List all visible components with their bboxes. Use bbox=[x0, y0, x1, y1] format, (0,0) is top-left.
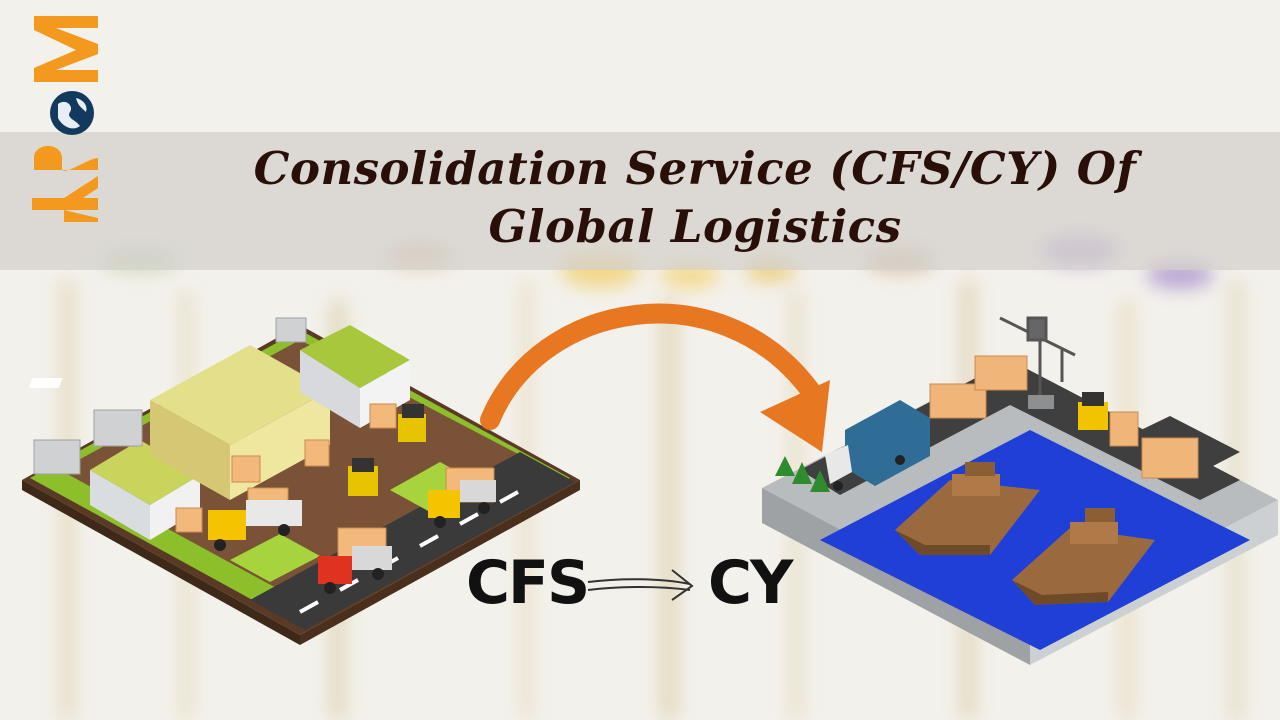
yellow-truck-2-icon bbox=[428, 480, 496, 528]
cy-port-island bbox=[762, 316, 1278, 665]
flow-arrow-icon bbox=[587, 569, 694, 601]
port-forklift-icon bbox=[1078, 392, 1108, 430]
yellow-truck-icon bbox=[208, 500, 302, 551]
page-title: Consolidation Service (CFS/CY) Of Global… bbox=[140, 140, 1250, 256]
transfer-arrow-icon bbox=[480, 303, 830, 452]
cy-label: CY bbox=[708, 548, 793, 618]
forklift-icon bbox=[348, 404, 426, 496]
red-truck-icon bbox=[318, 546, 392, 594]
cfs-label: CFS bbox=[466, 548, 590, 618]
title-line-2: Global Logistics bbox=[488, 200, 902, 253]
cfs-warehouse-island bbox=[22, 317, 580, 645]
k2om-logo bbox=[32, 16, 98, 222]
cargo-ship-2-icon bbox=[1012, 508, 1155, 605]
title-band bbox=[0, 132, 1280, 270]
trees-icon bbox=[775, 456, 830, 492]
title-line-1: Consolidation Service (CFS/CY) Of bbox=[253, 142, 1137, 195]
container-truck-icon bbox=[825, 400, 930, 491]
cargo-ship-icon bbox=[895, 462, 1040, 555]
port-crane-icon bbox=[999, 316, 1076, 409]
